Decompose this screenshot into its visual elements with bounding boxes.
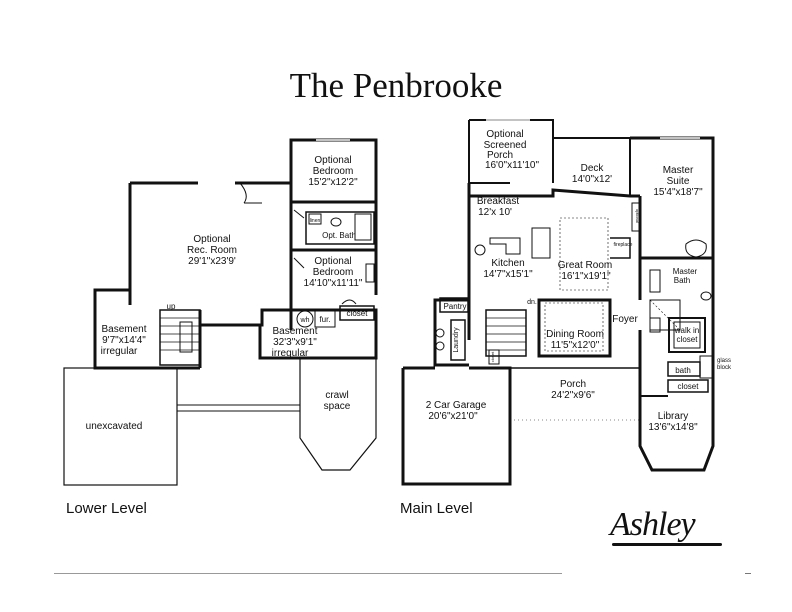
main-level-plan [401,119,715,486]
footer-rule [54,573,562,574]
label-stair-up: up [167,302,176,311]
furnace-symbol [314,310,336,328]
label-unexcavated: unexcavated [86,421,143,432]
label-rec-room-size: 29'1"x23'9' [188,256,236,267]
label-porch-size: 24'2"x9'6" [551,390,595,401]
master-suite-walls [630,136,715,380]
water-heater-symbol [296,310,314,328]
main-level-labels: Optional Screened Porch 16'0"x11'10" Dec… [426,129,732,433]
label-fur: fur. [319,315,330,324]
label-rec-room-1: Optional [193,234,230,245]
label-dining: Dining Room [546,329,604,340]
label-crawl-2: space [324,401,351,412]
label-basement-right: Basement [272,326,317,337]
ashley-logo: Ashley [610,506,696,543]
label-bath: bath [675,366,691,375]
label-opt-bedroom-mid-size: 14'10"x11'11" [304,278,363,289]
label-dn: dn. [527,299,537,306]
library-walls [638,376,715,472]
garage-walls [401,366,512,486]
label-lower-closet: closet [347,309,369,318]
label-pantry: Pantry [443,302,466,311]
logo-underline [612,543,722,546]
rug-great-room [559,217,609,291]
label-linen: linen [310,218,321,224]
label-kitchen-size: 14'7"x15'1" [483,269,533,280]
crawl-space-outline [299,358,377,471]
lower-level-labels: Optional Bedroom 15'2"x12'2" Optional Re… [86,155,369,432]
label-basement-right-size: 32'3"x9'1" [273,337,317,348]
sofa-symbol [531,227,551,259]
label-walk-in-1: walk in [674,326,699,335]
rec-room-walls [93,138,378,370]
label-glass-block-1: glass [717,358,731,364]
rec-room-bottom-wall [200,308,291,327]
label-walk-in-2: closet [677,335,699,344]
pantry-box [439,297,469,313]
label-deck-size: 14'0"x12' [572,174,612,185]
label-great-room-size: 16'1"x19'1" [561,271,611,282]
label-fireplace: fireplace [614,242,633,248]
fireplace-symbol [610,237,631,259]
label-breakfast: Breakfast [477,196,519,207]
lower-level-plan [63,138,378,486]
label-crawl-1: crawl [325,390,348,401]
footer-mark [745,573,751,574]
label-glass-block-2: block [717,365,732,371]
label-kitchen: Kitchen [491,258,524,269]
label-master-suite-2: Suite [667,176,690,187]
main-level-caption: Main Level [400,500,473,517]
label-basement-left: Basement [101,324,146,335]
opt-bath-box [305,211,375,245]
kitchen-island [489,237,521,255]
label-porch: Porch [560,379,586,390]
lower-closet-box [339,305,375,321]
dining-room-walls [537,298,612,358]
label-master-suite-size: 15'4"x18'7" [653,187,703,198]
label-great-room: Great Room [558,260,612,271]
label-master-suite-1: Master [663,165,694,176]
label-opt-bedroom-top-1: Optional [314,155,351,166]
label-closet-lower-main: closet [678,382,700,391]
lower-closet-main-box [667,379,709,393]
label-screened-2: Screened [484,140,527,151]
walk-in-closet-box [668,317,706,353]
stair-main [485,309,527,357]
label-opt-bedroom-mid-1: Optional [314,256,351,267]
label-screened-size: 16'0"x11'10" [485,160,540,171]
label-opt-bath: Opt. Bath [322,231,356,240]
label-screened-3: Porch [487,150,513,161]
label-rec-room-2: Rec. Room [187,245,237,256]
basement-right-walls [258,308,378,360]
label-garage-size: 20'6"x21'0" [428,411,478,422]
label-opt-bedroom-mid-2: Bedroom [313,267,354,278]
label-breakfast-size: 12'x 10' [478,207,512,218]
label-optional-small: optional [635,209,640,223]
label-library-size: 13'6"x14'8" [648,422,698,433]
label-master-bath-2: Bath [674,276,690,285]
unexcavated-area [63,367,178,486]
label-opt-bedroom-top-size: 15'2"x12'2" [308,177,358,188]
label-opt-bedroom-top-2: Bedroom [313,166,354,177]
label-basement-right-note: irregular [272,348,309,359]
label-closet-small: closet [490,351,495,362]
label-master-bath-1: Master [673,267,698,276]
label-laundry: Laundry [453,327,460,353]
label-dining-size: 11'5"x12'0" [551,340,600,351]
page-title: The Penbrooke [289,66,503,105]
laundry-box [450,319,466,361]
west-wall [433,183,471,367]
lower-level-caption: Lower Level [66,500,147,517]
label-basement-left-note: irregular [101,346,138,357]
label-library: Library [658,411,689,422]
label-wh: wh [300,317,310,324]
optional-small-box [631,202,641,232]
label-screened-1: Optional [486,129,523,140]
label-deck: Deck [581,163,605,174]
label-garage: 2 Car Garage [426,400,487,411]
label-basement-left-size: 9'7"x14'4" [102,335,146,346]
label-foyer: Foyer [612,314,638,325]
